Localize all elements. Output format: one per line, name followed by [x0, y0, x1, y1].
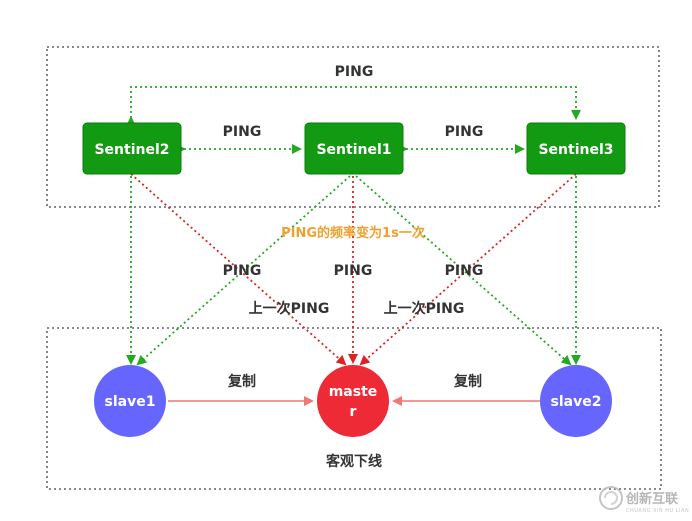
sentinel3-label: Sentinel3	[538, 142, 613, 158]
ping-edge-top	[126, 86, 581, 126]
sentinel1-label: Sentinel1	[316, 142, 391, 158]
sentinel2-label: Sentinel2	[94, 142, 169, 158]
redis-group-box	[46, 327, 662, 490]
objectively-down-label: 客观下线	[325, 453, 382, 470]
ping-label-top: PING	[335, 64, 374, 80]
ping-label-left: PING	[223, 263, 262, 279]
sentinel1-node: Sentinel1	[304, 122, 404, 175]
ping-label-right: PING	[445, 263, 484, 279]
ping-edge-s1-slave1	[136, 175, 351, 366]
master-label-line2: r	[350, 404, 357, 420]
ping-label-s2-s1: PING	[223, 124, 262, 140]
replicate-label-left: 复制	[227, 373, 256, 390]
slave2-node: slave2	[540, 365, 612, 437]
slave2-label: slave2	[551, 394, 602, 410]
ping-label-s1-s3: PING	[445, 124, 484, 140]
master-node: maste r	[317, 365, 389, 437]
sentinel2-node: Sentinel2	[82, 122, 182, 175]
slave1-node: slave1	[94, 365, 166, 437]
master-label-line1: maste	[329, 384, 378, 400]
last-ping-label-right: 上一次PING	[384, 300, 465, 317]
sentinel3-node: Sentinel3	[526, 122, 626, 175]
slave1-label: slave1	[105, 394, 156, 410]
ping-label-mid: PING	[334, 263, 373, 279]
last-ping-label-left: 上一次PING	[249, 300, 330, 317]
watermark: 创新互联 CHUANG XIN HU LIAN	[599, 486, 689, 514]
watermark-logo-icon	[599, 486, 623, 510]
watermark-subtext: CHUANG XIN HU LIAN	[626, 508, 689, 514]
watermark-text: 创新互联	[625, 491, 678, 507]
ping-frequency-note: PING的频率变为1s一次	[281, 225, 425, 241]
sentinel-group-box	[46, 46, 660, 208]
replicate-label-right: 复制	[453, 373, 482, 390]
